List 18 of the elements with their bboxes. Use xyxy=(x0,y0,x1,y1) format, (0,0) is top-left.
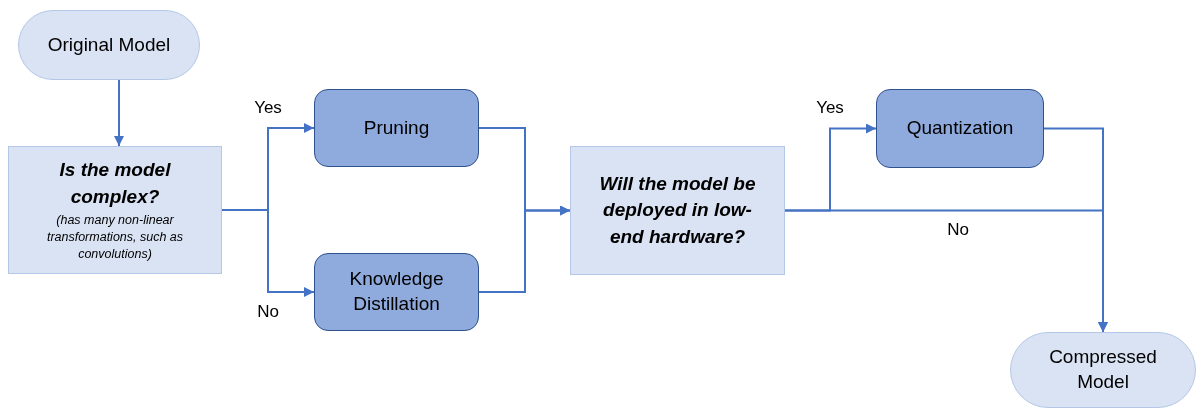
question-text: Is the model complex? xyxy=(58,158,172,209)
node-label: Original Model xyxy=(47,32,171,57)
arrow xyxy=(114,79,124,147)
arrow xyxy=(1043,127,1108,333)
question-text: Will the model be deployed in low-end hardware? xyxy=(598,171,757,249)
node-label: Compressed Model xyxy=(1048,345,1158,394)
process-box xyxy=(876,89,1044,168)
decision-box xyxy=(8,146,222,274)
arrow xyxy=(478,205,571,293)
node-label: Knowledge Distillation xyxy=(348,267,445,316)
process-box xyxy=(314,89,479,167)
terminal-box xyxy=(1010,332,1196,408)
note-text: (has many non-linear transformations, such as convolutions) xyxy=(45,212,185,263)
decision-box xyxy=(570,146,785,275)
node-label: Quantization xyxy=(906,116,1014,141)
process-box xyxy=(314,253,479,331)
node-label: Pruning xyxy=(363,115,430,140)
arrow xyxy=(221,209,315,297)
